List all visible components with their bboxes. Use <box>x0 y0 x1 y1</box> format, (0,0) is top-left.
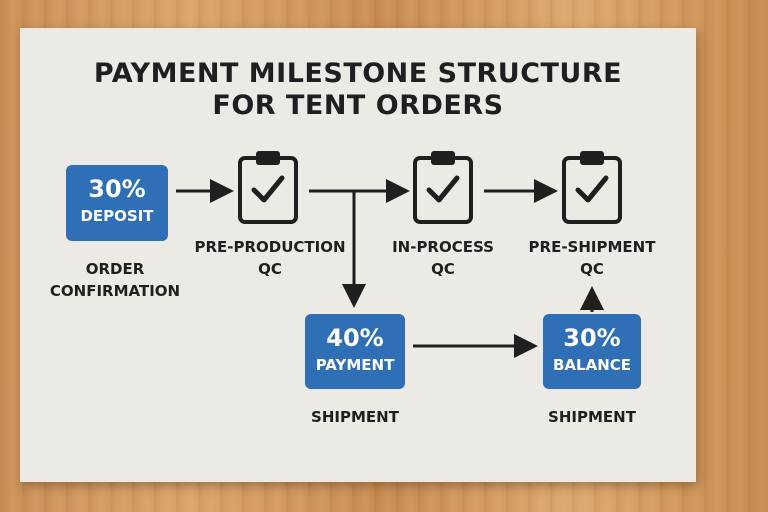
clipboard-check-icon <box>562 151 622 224</box>
payment-box: 40% PAYMENT <box>305 314 405 389</box>
order-confirmation-label: ORDER CONFIRMATION <box>49 260 181 300</box>
pre-shipment-qc-label: PRE-SHIPMENT QC <box>528 238 656 278</box>
deposit-box: 30% DEPOSIT <box>66 165 168 241</box>
balance-percent: 30% <box>563 324 621 352</box>
milestone-card: PAYMENT MILESTONE STRUCTURE FOR TENT ORD… <box>20 28 696 482</box>
deposit-percent: 30% <box>88 175 146 203</box>
payment-label: PAYMENT <box>315 356 395 374</box>
shipment-label-1: SHIPMENT <box>311 408 399 426</box>
deposit-label: DEPOSIT <box>80 207 154 225</box>
balance-box: 30% BALANCE <box>543 314 641 389</box>
clipboard-check-icon <box>238 151 298 224</box>
diagram-title: PAYMENT MILESTONE STRUCTURE FOR TENT ORD… <box>20 58 696 122</box>
flow-arrows <box>176 179 604 358</box>
pre-production-qc-label: PRE-PRODUCTION QC <box>194 238 346 278</box>
title-line-2: FOR TENT ORDERS <box>212 90 504 121</box>
shipment-label-2: SHIPMENT <box>548 408 636 426</box>
clipboard-check-icon <box>413 151 473 224</box>
balance-label: BALANCE <box>552 356 632 374</box>
payment-percent: 40% <box>326 324 384 352</box>
title-line-1: PAYMENT MILESTONE STRUCTURE <box>93 58 623 89</box>
in-process-qc-label: IN-PROCESS QC <box>392 238 494 278</box>
